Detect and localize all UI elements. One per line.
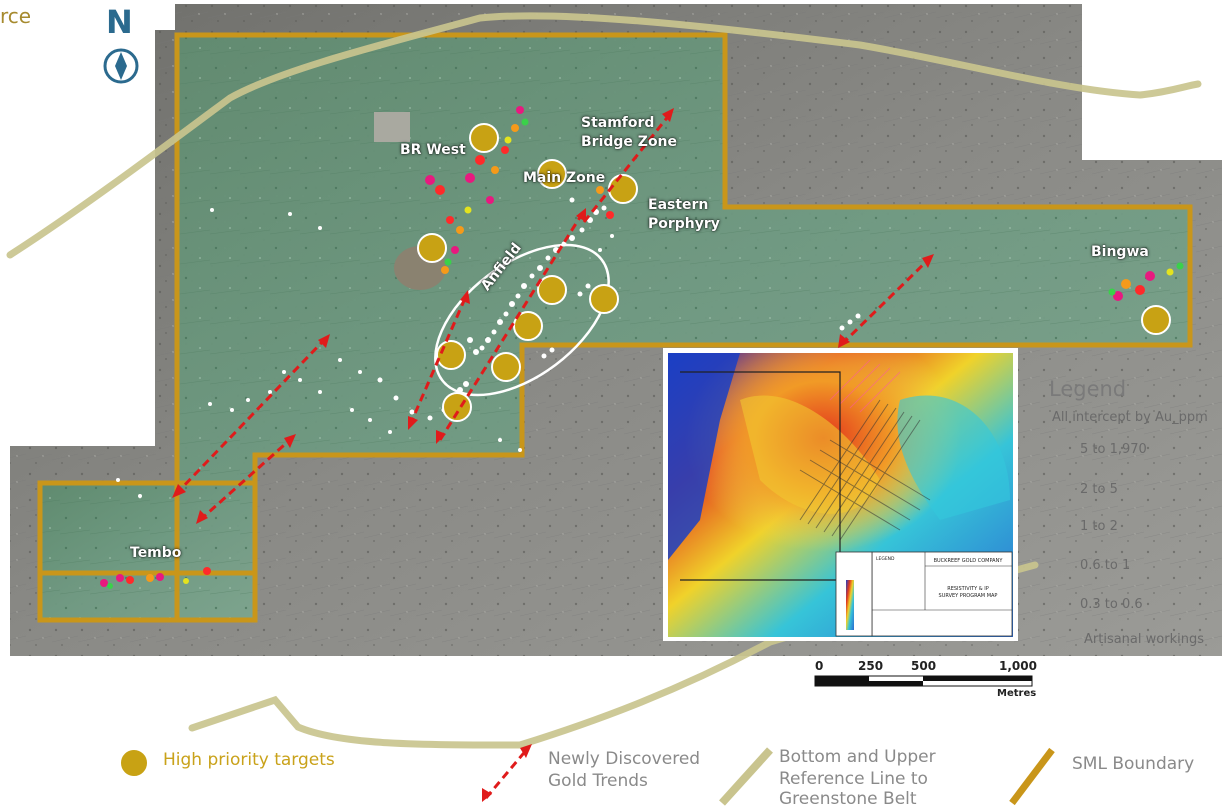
license-area xyxy=(40,35,1190,620)
legend-subtitle: All intercept by Au_ppm xyxy=(1052,410,1208,425)
scale-tick: 1,000 xyxy=(999,659,1037,673)
legend-title: Legend xyxy=(1049,377,1127,401)
legend-entry: 2 to 5 xyxy=(1080,482,1118,497)
label-bingwa: Bingwa xyxy=(1091,244,1149,260)
scale-unit: Metres xyxy=(997,688,1037,699)
target-marker xyxy=(442,392,472,422)
target-marker xyxy=(537,275,567,305)
label-eastern-1: Eastern xyxy=(648,197,709,213)
label-main-zone: Main Zone xyxy=(523,170,606,186)
legend-ref-label-2: Reference Line to xyxy=(779,769,928,789)
scale-tick: 250 xyxy=(858,659,884,673)
target-marker xyxy=(469,123,499,153)
label-br-west: BR West xyxy=(400,142,466,158)
target-marker xyxy=(608,174,638,204)
legend-trends-label-2: Gold Trends xyxy=(548,771,648,791)
north-letter: N xyxy=(106,3,133,41)
legend-ref-label-3: Greenstone Belt xyxy=(779,789,917,809)
target-marker xyxy=(417,233,447,263)
anfield-outline xyxy=(434,243,610,397)
intercept-dots xyxy=(100,106,1184,589)
target-marker xyxy=(589,284,619,314)
label-stamford-1: Stamford xyxy=(581,115,655,131)
legend-entry: 0.3 to 0.6 xyxy=(1080,597,1143,612)
legend-target-symbol xyxy=(119,748,149,778)
legend-entry: 5 to 1,970 xyxy=(1080,442,1147,457)
label-eastern-2: Porphyry xyxy=(648,216,720,232)
legend-entry: 0.6 to 1 xyxy=(1080,558,1131,573)
inset-legend-word: LEGEND xyxy=(876,556,895,562)
target-marker xyxy=(537,159,567,189)
inset-title-2: SURVEY PROGRAM MAP xyxy=(939,593,998,599)
label-tembo: Tembo xyxy=(130,545,182,561)
scale-tick: 500 xyxy=(911,659,937,673)
target-marker xyxy=(1141,305,1171,335)
target-marker xyxy=(436,340,466,370)
scale-tick: 0 xyxy=(815,659,824,673)
inset-resistivity-map: BUCKREEF GOLD COMPANY RESISTIVITY & IP S… xyxy=(663,348,1018,641)
gold-trend-arrows xyxy=(174,113,932,799)
inset-title-1: RESISTIVITY & IP xyxy=(947,586,989,592)
partial-title-text: rce xyxy=(0,4,32,28)
legend-trends-label-1: Newly Discovered xyxy=(548,749,701,769)
legend-entry: Artisanal workings xyxy=(1084,632,1204,647)
target-marker xyxy=(513,311,543,341)
target-marker xyxy=(491,352,521,382)
legend-targets-label: High priority targets xyxy=(163,750,335,770)
legend-entry: 1 to 2 xyxy=(1080,519,1118,534)
legend-sml-label: SML Boundary xyxy=(1072,754,1195,774)
reference-line-upper xyxy=(6,12,1202,259)
scale-bar xyxy=(814,675,1033,687)
label-stamford-2: Bridge Zone xyxy=(581,134,678,150)
legend-ref-label-1: Bottom and Upper xyxy=(779,747,936,767)
legend-ref-line-symbol xyxy=(719,747,773,806)
legend-sml-symbol xyxy=(1009,747,1055,806)
gold-trend-arrowheads xyxy=(172,108,934,802)
north-arrow xyxy=(103,48,139,84)
sml-boundary-tembo xyxy=(37,480,258,623)
inset-company: BUCKREEF GOLD COMPANY xyxy=(934,558,1004,564)
